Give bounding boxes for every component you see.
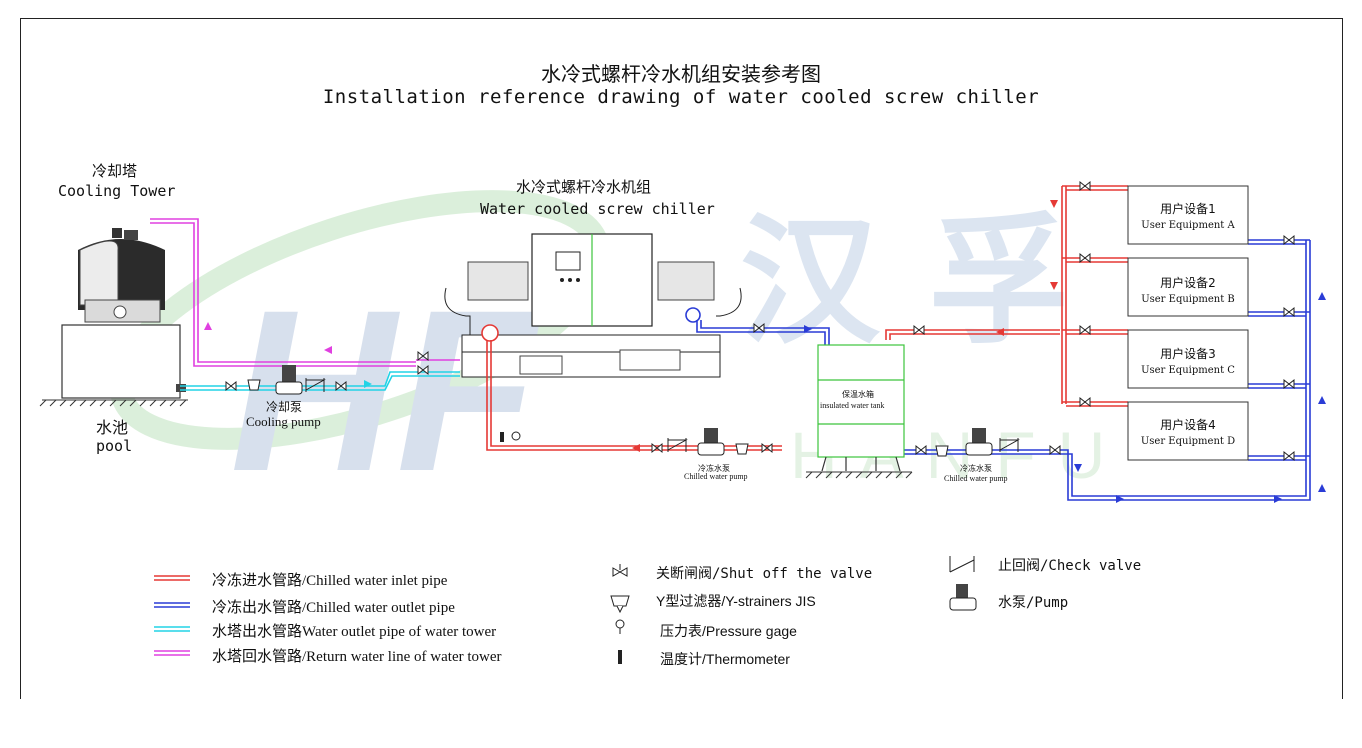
pressure-gage	[511, 431, 521, 441]
insulated-tank	[817, 344, 905, 472]
chilled-pump-2-en: Chilled water pump	[944, 474, 1008, 483]
cooling-valves	[225, 350, 429, 392]
watermark-text: 汉 孚	[740, 201, 1069, 364]
pool-label-cn: 水池	[96, 418, 129, 437]
user-equipment-4-en: User Equipment D	[1140, 436, 1236, 447]
user-equipment-3-cn: 用户设备3	[1160, 347, 1216, 361]
user-equipment-3-en: User Equipment C	[1141, 365, 1235, 376]
cooling-tower-label-en: Cooling Tower	[58, 182, 176, 200]
title-en: Installation reference drawing of water …	[322, 86, 1040, 108]
legend-line-swatches	[154, 575, 190, 656]
check-valve-icon	[949, 556, 975, 573]
thermometer-icon	[618, 650, 622, 664]
legend-tower-out-label: 水塔出水管路Water outlet pipe of water tower	[212, 624, 497, 640]
cooling-tower	[78, 228, 165, 323]
ground-pool	[39, 399, 188, 407]
legend-shutoff-label: 关断闸阀/Shut off the valve	[656, 566, 873, 582]
legend-ystrainer-label: Y型过滤器/Y-strainers JIS	[656, 593, 816, 609]
legend-thermo-label: 温度计/Thermometer	[660, 651, 790, 667]
chilled-pump-drawing-2	[965, 428, 1020, 456]
chilled-outlet-pipe	[696, 239, 1311, 501]
tank-label-cn: 保温水箱	[842, 390, 874, 399]
cooling-pump-label-en: Cooling pump	[246, 414, 321, 429]
cooling-check-valve	[305, 378, 326, 392]
legend-check-label: 止回阀/Check valve	[998, 558, 1142, 574]
user-equipment-2-cn: 用户设备2	[1160, 276, 1216, 290]
y-strainer-icon	[610, 595, 630, 614]
legend-symbol-column-1	[610, 564, 630, 664]
pool-basin	[61, 324, 181, 399]
watermark-logo: HF 汉 孚 HANFU	[109, 190, 1105, 519]
legend-pressure-label: 压力表/Pressure gage	[660, 623, 797, 639]
legend-symbol-column-2	[949, 556, 977, 611]
pump-icon	[949, 584, 977, 611]
chilled-pump-1-en: Chilled water pump	[684, 472, 748, 481]
user-equipment-1-cn: 用户设备1	[1160, 202, 1216, 216]
chiller-unit	[444, 233, 742, 378]
user-equipment-1-en: User Equipment A	[1141, 220, 1235, 231]
cooling-pump-drawing	[275, 365, 303, 395]
legend-pump-label: 水泵/Pump	[998, 595, 1069, 611]
chiller-label-en: Water cooled screw chiller	[480, 200, 715, 218]
tank-label-en: insulated water tank	[820, 401, 885, 410]
shut-off-valve-icon	[612, 564, 628, 577]
chilled-valves	[651, 180, 1295, 462]
chilled-pump-2-cn: 冷冻水泵	[960, 464, 992, 473]
cooling-tower-label-cn: 冷却塔	[92, 162, 138, 180]
cooling-pump-label-cn: 冷却泵	[266, 400, 303, 414]
pool-label-en: pool	[96, 437, 133, 455]
user-equipment-boxes	[1127, 185, 1249, 461]
legend-tower-return-label: 水塔回水管路/Return water line of water tower	[212, 649, 502, 665]
drawing-frame	[20, 18, 1343, 699]
tower-return-pipe	[150, 218, 460, 367]
thermometer	[500, 432, 504, 442]
title-cn: 水冷式螺杆冷水机组安装参考图	[541, 62, 821, 86]
user-equipment-2-en: User Equipment B	[1141, 294, 1235, 305]
pressure-gage-icon	[615, 619, 625, 634]
chilled-inlet-pipe	[486, 185, 1128, 451]
chilled-pump-1-cn: 冷冻水泵	[698, 464, 730, 473]
legend-inlet-label: 冷冻进水管路/Chilled water inlet pipe	[212, 573, 448, 589]
ground-tank	[805, 471, 913, 479]
chilled-pump-drawing-1	[667, 428, 725, 456]
chiller-label-cn: 水冷式螺杆冷水机组	[516, 178, 652, 196]
user-equipment-4-cn: 用户设备4	[1160, 418, 1216, 432]
flow-arrows	[632, 200, 1326, 503]
legend-outlet-label: 冷冻出水管路/Chilled water outlet pipe	[212, 600, 455, 616]
